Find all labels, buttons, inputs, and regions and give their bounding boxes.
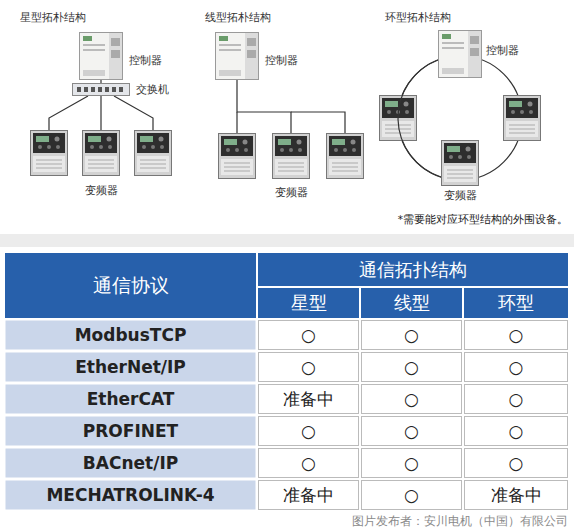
table-header: 线型 — [361, 288, 462, 318]
inverter-label: 变频器 — [261, 186, 321, 199]
table-cell — [6, 417, 256, 446]
support-mark: ○ — [464, 320, 568, 350]
support-mark: ○ — [258, 448, 359, 478]
support-mark: ○ — [464, 352, 568, 382]
table-header: 通信拓扑结构 — [258, 253, 568, 286]
switch-label: 交换机 — [136, 83, 169, 96]
table-header: 环型 — [464, 288, 568, 318]
table-cell — [6, 449, 256, 478]
support-mark: ○ — [258, 416, 359, 446]
inverter-node: 变频器 — [441, 140, 479, 186]
controller-label: 控制器 — [265, 54, 298, 67]
network-cable — [237, 80, 291, 133]
table-cell — [465, 385, 568, 414]
protocol-name: EtherNet/IP — [5, 352, 256, 382]
network-cable — [398, 60, 441, 177]
table-cell — [362, 417, 462, 446]
support-mark: 准备中 — [258, 480, 359, 510]
support-mark: ○ — [258, 320, 359, 350]
protocol-name: PROFINET — [5, 416, 256, 446]
title: 环型拓朴结构 — [385, 10, 535, 26]
support-mark: ○ — [464, 416, 568, 446]
table-cell — [362, 481, 462, 510]
table-cell — [465, 321, 568, 350]
note: *需要能对应环型结构的外围设备。 — [280, 211, 568, 227]
support-mark: ○ — [464, 384, 568, 414]
title: 星型拓朴结构 — [20, 10, 170, 26]
controller-icon — [215, 32, 259, 80]
switch-icon — [72, 83, 130, 96]
controller-label: 控制器 — [129, 54, 162, 67]
table-cell — [259, 353, 359, 382]
title: 线型拓朴结构 — [205, 10, 355, 26]
inverter-icon — [441, 140, 479, 186]
controller-node: 控制器 — [438, 30, 482, 78]
inverter-label: 变频器 — [71, 184, 131, 197]
support-mark: ○ — [361, 448, 462, 478]
table-cell — [465, 417, 568, 446]
support-mark: ○ — [361, 352, 462, 382]
table-cell — [6, 385, 256, 414]
table-cell — [259, 321, 359, 350]
controller-label: 控制器 — [486, 44, 519, 57]
controller-node: 控制器 — [215, 32, 259, 80]
table-cell — [6, 353, 256, 382]
switch-node: 交换机 — [72, 83, 130, 96]
controller-icon — [438, 30, 482, 78]
table-cell — [259, 385, 359, 414]
inverter-node: 变频器 — [82, 130, 120, 176]
table-cell — [6, 481, 256, 510]
protocol-name: EtherCAT — [5, 384, 256, 414]
network-cable — [100, 96, 101, 130]
table-cell — [6, 321, 256, 350]
table-cell — [465, 481, 568, 510]
network-cable — [100, 80, 101, 83]
table-cell — [362, 449, 462, 478]
inverter-node: 变频器 — [272, 133, 310, 179]
support-mark: ○ — [361, 384, 462, 414]
support-mark: ○ — [361, 416, 462, 446]
support-mark: ○ — [258, 352, 359, 382]
protocol-name: MECHATROLINK-4 — [5, 480, 256, 510]
inverter-icon — [82, 130, 120, 176]
inverter-icon — [272, 133, 310, 179]
table-cell — [362, 321, 462, 350]
table-cell — [259, 481, 359, 510]
table-header: 星型 — [258, 288, 359, 318]
support-mark: ○ — [361, 480, 462, 510]
support-mark: ○ — [464, 448, 568, 478]
inverter-label: 变频器 — [430, 189, 490, 202]
table-header: 通信协议 — [5, 253, 256, 318]
table-cell — [465, 353, 568, 382]
controller-icon — [79, 32, 123, 80]
support-mark: 准备中 — [464, 480, 568, 510]
table-cell — [362, 353, 462, 382]
protocol-name: BACnet/IP — [5, 448, 256, 478]
support-mark: ○ — [361, 320, 462, 350]
table-cell — [465, 449, 568, 478]
protocol-name: ModbusTCP — [5, 320, 256, 350]
table-cell — [362, 385, 462, 414]
table-cell — [259, 417, 359, 446]
watermark: 图片发布者：安川电机（中国）有限公司 — [280, 513, 568, 529]
controller-node: 控制器 — [79, 32, 123, 80]
support-mark: 准备中 — [258, 384, 359, 414]
table-cell — [259, 449, 359, 478]
